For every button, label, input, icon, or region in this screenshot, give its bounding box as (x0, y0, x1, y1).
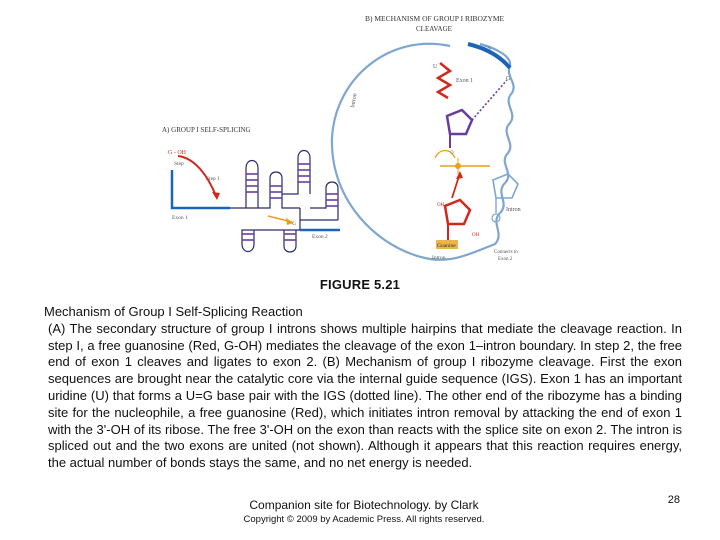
exon2-a-label: Exon 2 (312, 234, 328, 240)
step1-label: Step 1 (206, 176, 220, 182)
step1-arrowhead (212, 192, 220, 200)
exon2-arc (467, 42, 512, 70)
intron-nucleotide (491, 173, 519, 223)
figure-title: FIGURE 5.21 (319, 277, 401, 292)
oh-label-2: OH (472, 233, 480, 238)
exon1-a-label: Exon 1 (172, 215, 188, 221)
caption-heading: Mechanism of Group I Self-Splicing React… (44, 304, 303, 319)
ribozyme-diagram: B) MECHANISM OF GROUP I RIBOZYME CLEAVAG… (162, 14, 521, 262)
phosphate-center (440, 158, 490, 174)
figure-caption: Mechanism of Group I Self-Splicing React… (44, 304, 682, 472)
panel-b-title-line2: CLEAVAGE (416, 25, 452, 33)
page-number: 28 (667, 494, 680, 506)
oh-label-1: OH (437, 203, 445, 208)
caption-body: (A) The secondary structure of group I i… (48, 320, 682, 471)
panel-b-title-line1: B) MECHANISM OF GROUP I RIBOZYME (365, 14, 505, 23)
u-label: U (433, 64, 438, 70)
base-pair-ticks (242, 163, 338, 241)
footer-copyright: Copyright © 2009 by Academic Press. All … (243, 514, 485, 525)
exon1-ribose (445, 108, 474, 148)
step-label: Step (174, 161, 184, 167)
intron-bottom-label: Intron (432, 255, 446, 261)
footer-site: Companion site for Biotechnology. by Cla… (249, 498, 479, 512)
step2-arrowhead (286, 218, 294, 225)
g-oh-label: G - OH (168, 150, 187, 156)
attack-arrow-orange (434, 149, 456, 159)
guanine-base (436, 240, 458, 249)
connects-label-2: Exon 2 (498, 257, 513, 262)
figure-5-21-illustration: B) MECHANISM OF GROUP I RIBOZYME CLEAVAG… (150, 8, 530, 270)
exon1-zigzag (435, 62, 453, 100)
exon1-line (170, 170, 230, 210)
step1-arrow (177, 155, 217, 197)
intron-left-label: Intron (350, 93, 358, 108)
intron-hairpins (230, 149, 339, 253)
guanosine-arrowhead (456, 171, 463, 179)
igs-label: IGS (482, 46, 491, 52)
panel-a-title: A) GROUP I SELF-SPLICING (162, 126, 251, 134)
connects-label-1: Connects to (494, 250, 518, 255)
ug-dotted-line (471, 79, 508, 121)
g-a-label: G (292, 221, 296, 227)
exon1-b-label: Exon 1 (456, 78, 473, 84)
intron-loop (330, 42, 515, 261)
guanosine-ribose (443, 198, 472, 240)
intron-inner-label: Intron (506, 207, 521, 213)
guanine-label: Guanine (437, 243, 456, 249)
exon2-g-label: G (506, 76, 511, 82)
